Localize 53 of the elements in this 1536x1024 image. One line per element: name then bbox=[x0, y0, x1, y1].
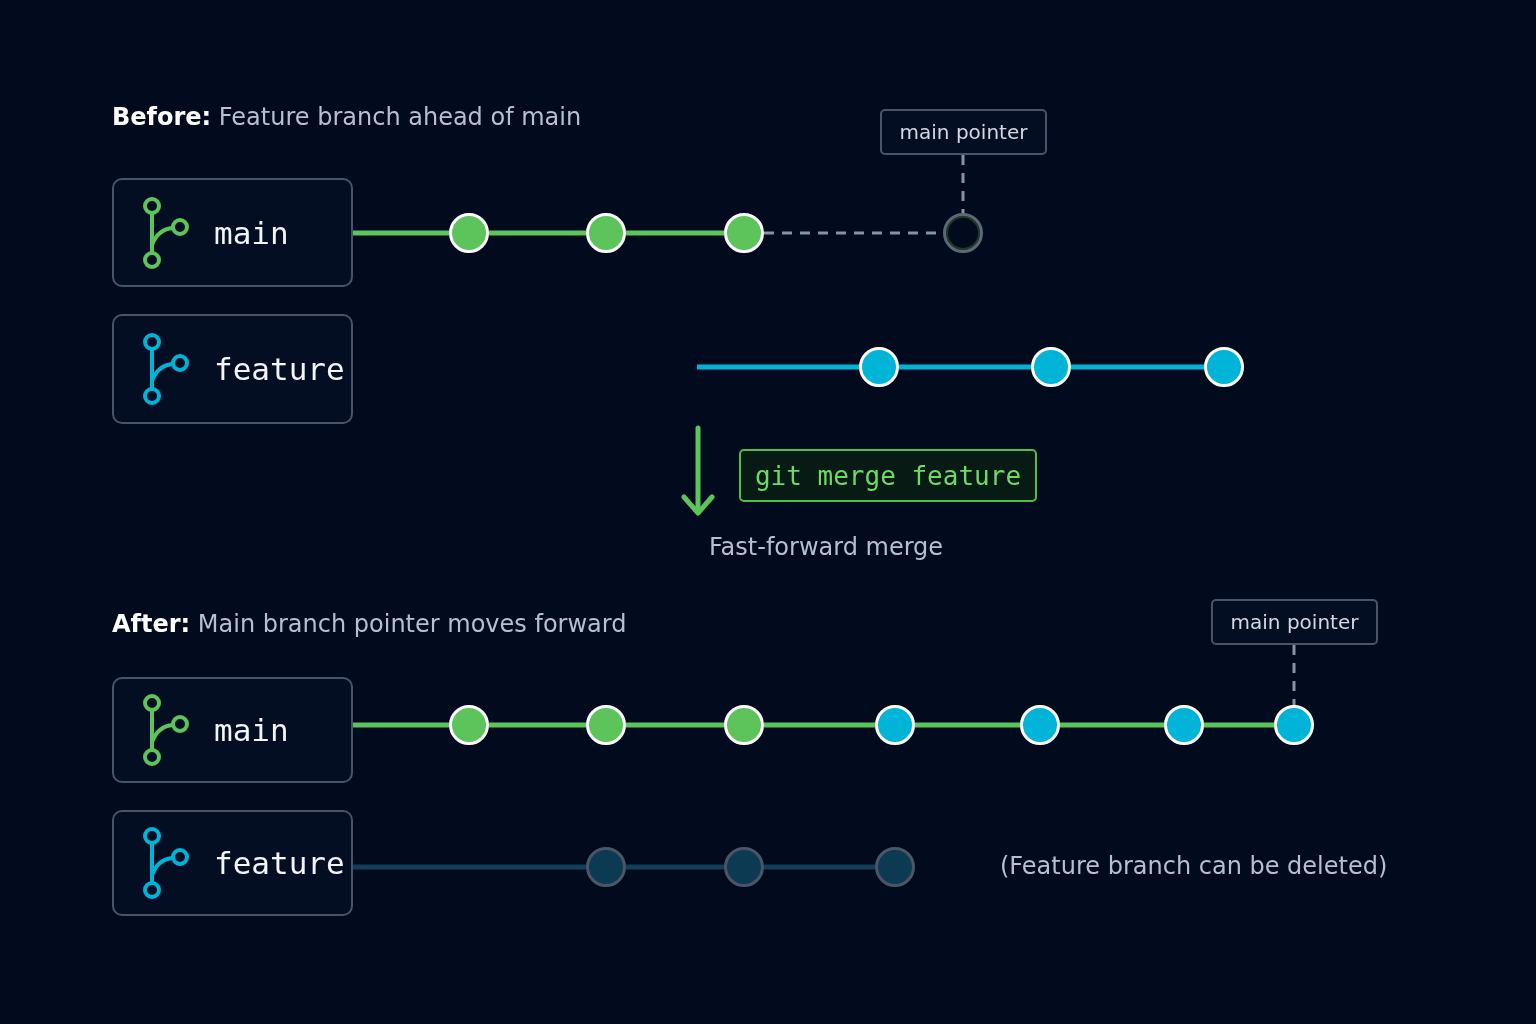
branch-line bbox=[489, 722, 586, 728]
leader-line bbox=[1292, 645, 1296, 705]
branch-line bbox=[489, 230, 586, 236]
note-text: (Feature branch can be deleted) bbox=[1000, 852, 1388, 880]
leader-line bbox=[961, 155, 965, 213]
branch-line bbox=[899, 364, 1031, 370]
branch-box bbox=[112, 314, 353, 424]
pointer-label: main pointer bbox=[1229, 610, 1360, 634]
branch-line bbox=[697, 364, 859, 370]
branch-line bbox=[626, 864, 724, 870]
commit-circle bbox=[1020, 705, 1060, 745]
branch-line bbox=[353, 722, 449, 728]
faded-commit-circle bbox=[724, 847, 764, 887]
branch-line bbox=[1204, 722, 1274, 728]
branch-box bbox=[112, 677, 353, 783]
command-box bbox=[739, 449, 1037, 502]
commit-circle bbox=[586, 213, 626, 253]
pointer-tag bbox=[880, 109, 1047, 155]
branch-name: main bbox=[214, 712, 289, 748]
faded-commit-circle bbox=[875, 847, 915, 887]
branch-line bbox=[764, 722, 875, 728]
branch-name: main bbox=[214, 214, 289, 251]
branch-line bbox=[626, 230, 724, 236]
commit-circle bbox=[859, 347, 899, 387]
commit-circle bbox=[875, 705, 915, 745]
branch-name: feature bbox=[214, 845, 345, 881]
commit-circle bbox=[449, 705, 489, 745]
branch-box bbox=[112, 810, 353, 916]
branch-box bbox=[112, 178, 353, 287]
commit-placeholder-circle bbox=[943, 213, 983, 253]
commit-circle bbox=[1204, 347, 1244, 387]
commit-circle bbox=[724, 705, 764, 745]
branch-line bbox=[353, 230, 449, 236]
section-heading: Before: Feature branch ahead of main bbox=[112, 103, 582, 131]
branch-line bbox=[915, 722, 1020, 728]
branch-line bbox=[353, 864, 586, 870]
commit-circle bbox=[1164, 705, 1204, 745]
branch-line bbox=[1071, 364, 1204, 370]
branch-line bbox=[1060, 722, 1164, 728]
branch-line bbox=[764, 864, 875, 870]
note-text: Fast-forward merge bbox=[709, 533, 944, 561]
commit-circle bbox=[449, 213, 489, 253]
branch-name: feature bbox=[214, 351, 345, 387]
branch-line bbox=[626, 722, 724, 728]
pointer-tag bbox=[1211, 599, 1378, 645]
section-heading: After: Main branch pointer moves forward bbox=[112, 610, 627, 638]
faded-commit-circle bbox=[586, 847, 626, 887]
command-text: git merge feature bbox=[753, 460, 1023, 491]
commit-circle bbox=[1274, 705, 1314, 745]
commit-circle bbox=[724, 213, 764, 253]
pointer-label: main pointer bbox=[898, 120, 1029, 144]
commit-circle bbox=[1031, 347, 1071, 387]
commit-circle bbox=[586, 705, 626, 745]
